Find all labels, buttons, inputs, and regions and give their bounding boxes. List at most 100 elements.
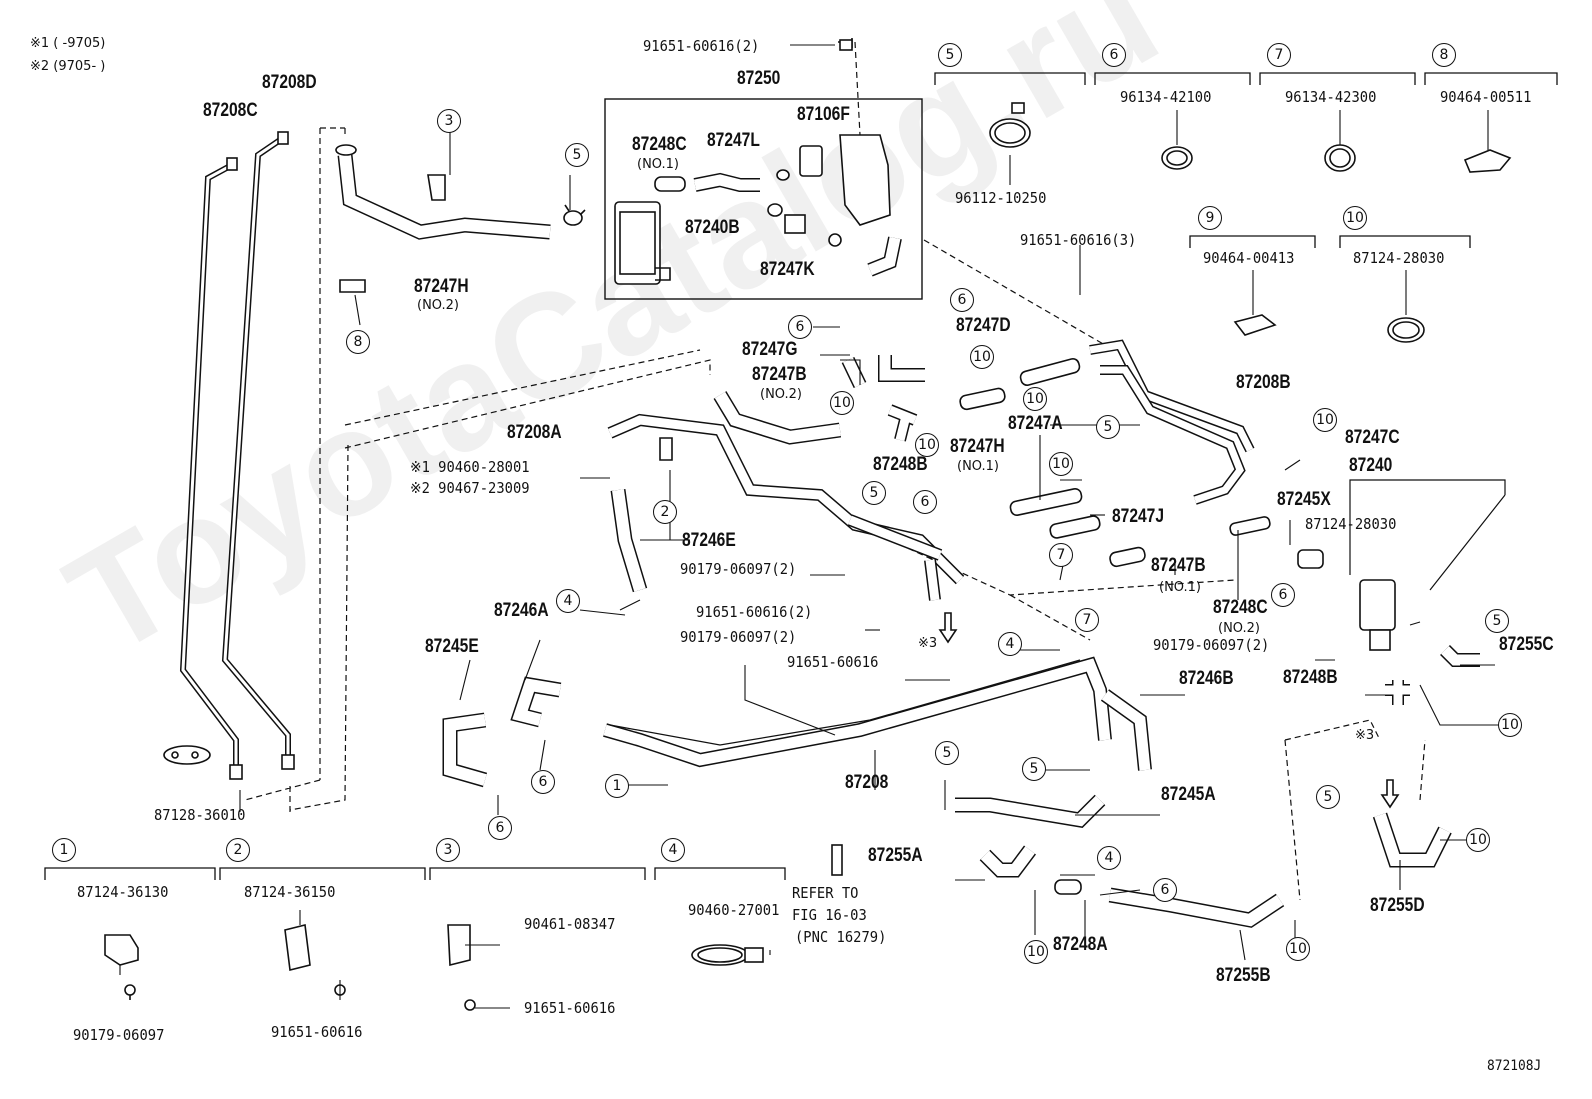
label-87247H-no1[interactable]: 87247H: [950, 436, 1005, 457]
label-87247L[interactable]: 87247L: [707, 130, 760, 151]
label-87255C[interactable]: 87255C: [1499, 634, 1554, 655]
label-87208D[interactable]: 87208D: [262, 72, 317, 93]
label-90179-06097-2a[interactable]: 90179-06097(2): [680, 560, 797, 578]
group-5-marker[interactable]: 5: [938, 43, 962, 67]
group-10-marker[interactable]: 10: [1343, 206, 1367, 230]
label-87247B-no1[interactable]: 87247B: [1151, 555, 1206, 576]
label-90460-28001[interactable]: ※1 90460-28001: [410, 458, 530, 476]
label-87248C-no1[interactable]: 87248C: [632, 134, 687, 155]
label-91651-60616-2-top[interactable]: 91651-60616(2): [643, 37, 760, 55]
label-87247K[interactable]: 87247K: [760, 259, 815, 280]
callout-10[interactable]: 10: [1286, 937, 1310, 961]
label-87208B[interactable]: 87208B: [1236, 372, 1291, 393]
label-87247C[interactable]: 87247C: [1345, 427, 1400, 448]
label-87124-28030-top[interactable]: 87124-28030: [1353, 249, 1445, 267]
callout-8[interactable]: 8: [346, 330, 370, 354]
label-87208[interactable]: 87208: [845, 772, 889, 793]
group-2-marker[interactable]: 2: [226, 838, 250, 862]
label-91651-60616-b[interactable]: 91651-60616: [271, 1023, 363, 1041]
label-87128-36010[interactable]: 87128-36010: [154, 806, 246, 824]
callout-5[interactable]: 5: [935, 741, 959, 765]
callout-5[interactable]: 5: [565, 143, 589, 167]
label-90460-27001[interactable]: 90460-27001: [688, 901, 780, 919]
label-87255B[interactable]: 87255B: [1216, 965, 1271, 986]
callout-2[interactable]: 2: [653, 500, 677, 524]
label-87240[interactable]: 87240: [1349, 455, 1393, 476]
label-91651-60616-3[interactable]: 91651-60616(3): [1020, 231, 1137, 249]
label-87247J[interactable]: 87247J: [1112, 506, 1164, 527]
callout-5[interactable]: 5: [1096, 415, 1120, 439]
callout-6[interactable]: 6: [788, 315, 812, 339]
callout-4[interactable]: 4: [1097, 846, 1121, 870]
callout-10[interactable]: 10: [1049, 452, 1073, 476]
callout-7[interactable]: 7: [1049, 543, 1073, 567]
callout-10[interactable]: 10: [1023, 387, 1047, 411]
callout-5[interactable]: 5: [1022, 757, 1046, 781]
label-91651-60616-c[interactable]: 91651-60616: [524, 999, 616, 1017]
label-87248B-right[interactable]: 87248B: [1283, 667, 1338, 688]
label-90179-06097-2c[interactable]: 90179-06097(2): [680, 628, 797, 646]
label-90179-06097[interactable]: 90179-06097: [73, 1026, 165, 1044]
callout-6[interactable]: 6: [488, 816, 512, 840]
callout-6[interactable]: 6: [1271, 583, 1295, 607]
label-87248B-mid[interactable]: 87248B: [873, 454, 928, 475]
label-91651-60616-mid[interactable]: 91651-60616: [787, 653, 879, 671]
label-87247D[interactable]: 87247D: [956, 315, 1011, 336]
label-87208C[interactable]: 87208C: [203, 100, 258, 121]
group-7-marker[interactable]: 7: [1267, 43, 1291, 67]
callout-6[interactable]: 6: [531, 770, 555, 794]
label-87245A[interactable]: 87245A: [1161, 784, 1216, 805]
callout-10[interactable]: 10: [1498, 713, 1522, 737]
label-90467-23009[interactable]: ※2 90467-23009: [410, 479, 530, 497]
callout-4[interactable]: 4: [998, 632, 1022, 656]
callout-10[interactable]: 10: [1466, 828, 1490, 852]
callout-10[interactable]: 10: [1313, 408, 1337, 432]
callout-5[interactable]: 5: [1485, 609, 1509, 633]
label-87246A[interactable]: 87246A: [494, 600, 549, 621]
group-1-marker[interactable]: 1: [52, 838, 76, 862]
label-87208A[interactable]: 87208A: [507, 422, 562, 443]
label-96134-42100[interactable]: 96134-42100: [1120, 88, 1212, 106]
callout-7[interactable]: 7: [1075, 608, 1099, 632]
label-87124-36150[interactable]: 87124-36150: [244, 883, 336, 901]
label-96112-10250[interactable]: 96112-10250: [955, 189, 1047, 207]
label-91651-60616-2-mid[interactable]: 91651-60616(2): [696, 603, 813, 621]
label-90464-00511[interactable]: 90464-00511: [1440, 88, 1532, 106]
label-87245X[interactable]: 87245X: [1277, 489, 1331, 510]
callout-6[interactable]: 6: [1153, 878, 1177, 902]
label-87246B[interactable]: 87246B: [1179, 668, 1234, 689]
callout-10[interactable]: 10: [970, 345, 994, 369]
callout-10[interactable]: 10: [830, 391, 854, 415]
callout-10[interactable]: 10: [1024, 940, 1048, 964]
label-87247H-no2[interactable]: 87247H: [414, 276, 469, 297]
label-90464-00413[interactable]: 90464-00413: [1203, 249, 1295, 267]
label-96134-42300[interactable]: 96134-42300: [1285, 88, 1377, 106]
label-87248A[interactable]: 87248A: [1053, 934, 1108, 955]
label-87124-36130[interactable]: 87124-36130: [77, 883, 169, 901]
callout-5[interactable]: 5: [862, 481, 886, 505]
label-87106F[interactable]: 87106F: [797, 104, 850, 125]
callout-3[interactable]: 3: [437, 109, 461, 133]
label-90179-06097-2b[interactable]: 90179-06097(2): [1153, 636, 1270, 654]
callout-5[interactable]: 5: [1316, 785, 1340, 809]
callout-6[interactable]: 6: [913, 490, 937, 514]
callout-6[interactable]: 6: [950, 288, 974, 312]
callout-10[interactable]: 10: [915, 433, 939, 457]
group-4-marker[interactable]: 4: [661, 838, 685, 862]
group-3-marker[interactable]: 3: [436, 838, 460, 862]
callout-1[interactable]: 1: [605, 774, 629, 798]
label-87248C-no2[interactable]: 87248C: [1213, 597, 1268, 618]
group-9-marker[interactable]: 9: [1198, 206, 1222, 230]
label-87255D[interactable]: 87255D: [1370, 895, 1425, 916]
label-87247G[interactable]: 87247G: [742, 339, 798, 360]
label-87245E[interactable]: 87245E: [425, 636, 479, 657]
label-87240B[interactable]: 87240B: [685, 217, 740, 238]
label-90461-08347[interactable]: 90461-08347: [524, 915, 616, 933]
label-87255A[interactable]: 87255A: [868, 845, 923, 866]
label-87246E[interactable]: 87246E: [682, 530, 736, 551]
label-87124-28030-mid[interactable]: 87124-28030: [1305, 515, 1397, 533]
label-87250[interactable]: 87250: [737, 68, 781, 89]
group-8-marker[interactable]: 8: [1432, 43, 1456, 67]
group-6-marker[interactable]: 6: [1102, 43, 1126, 67]
callout-4[interactable]: 4: [556, 589, 580, 613]
